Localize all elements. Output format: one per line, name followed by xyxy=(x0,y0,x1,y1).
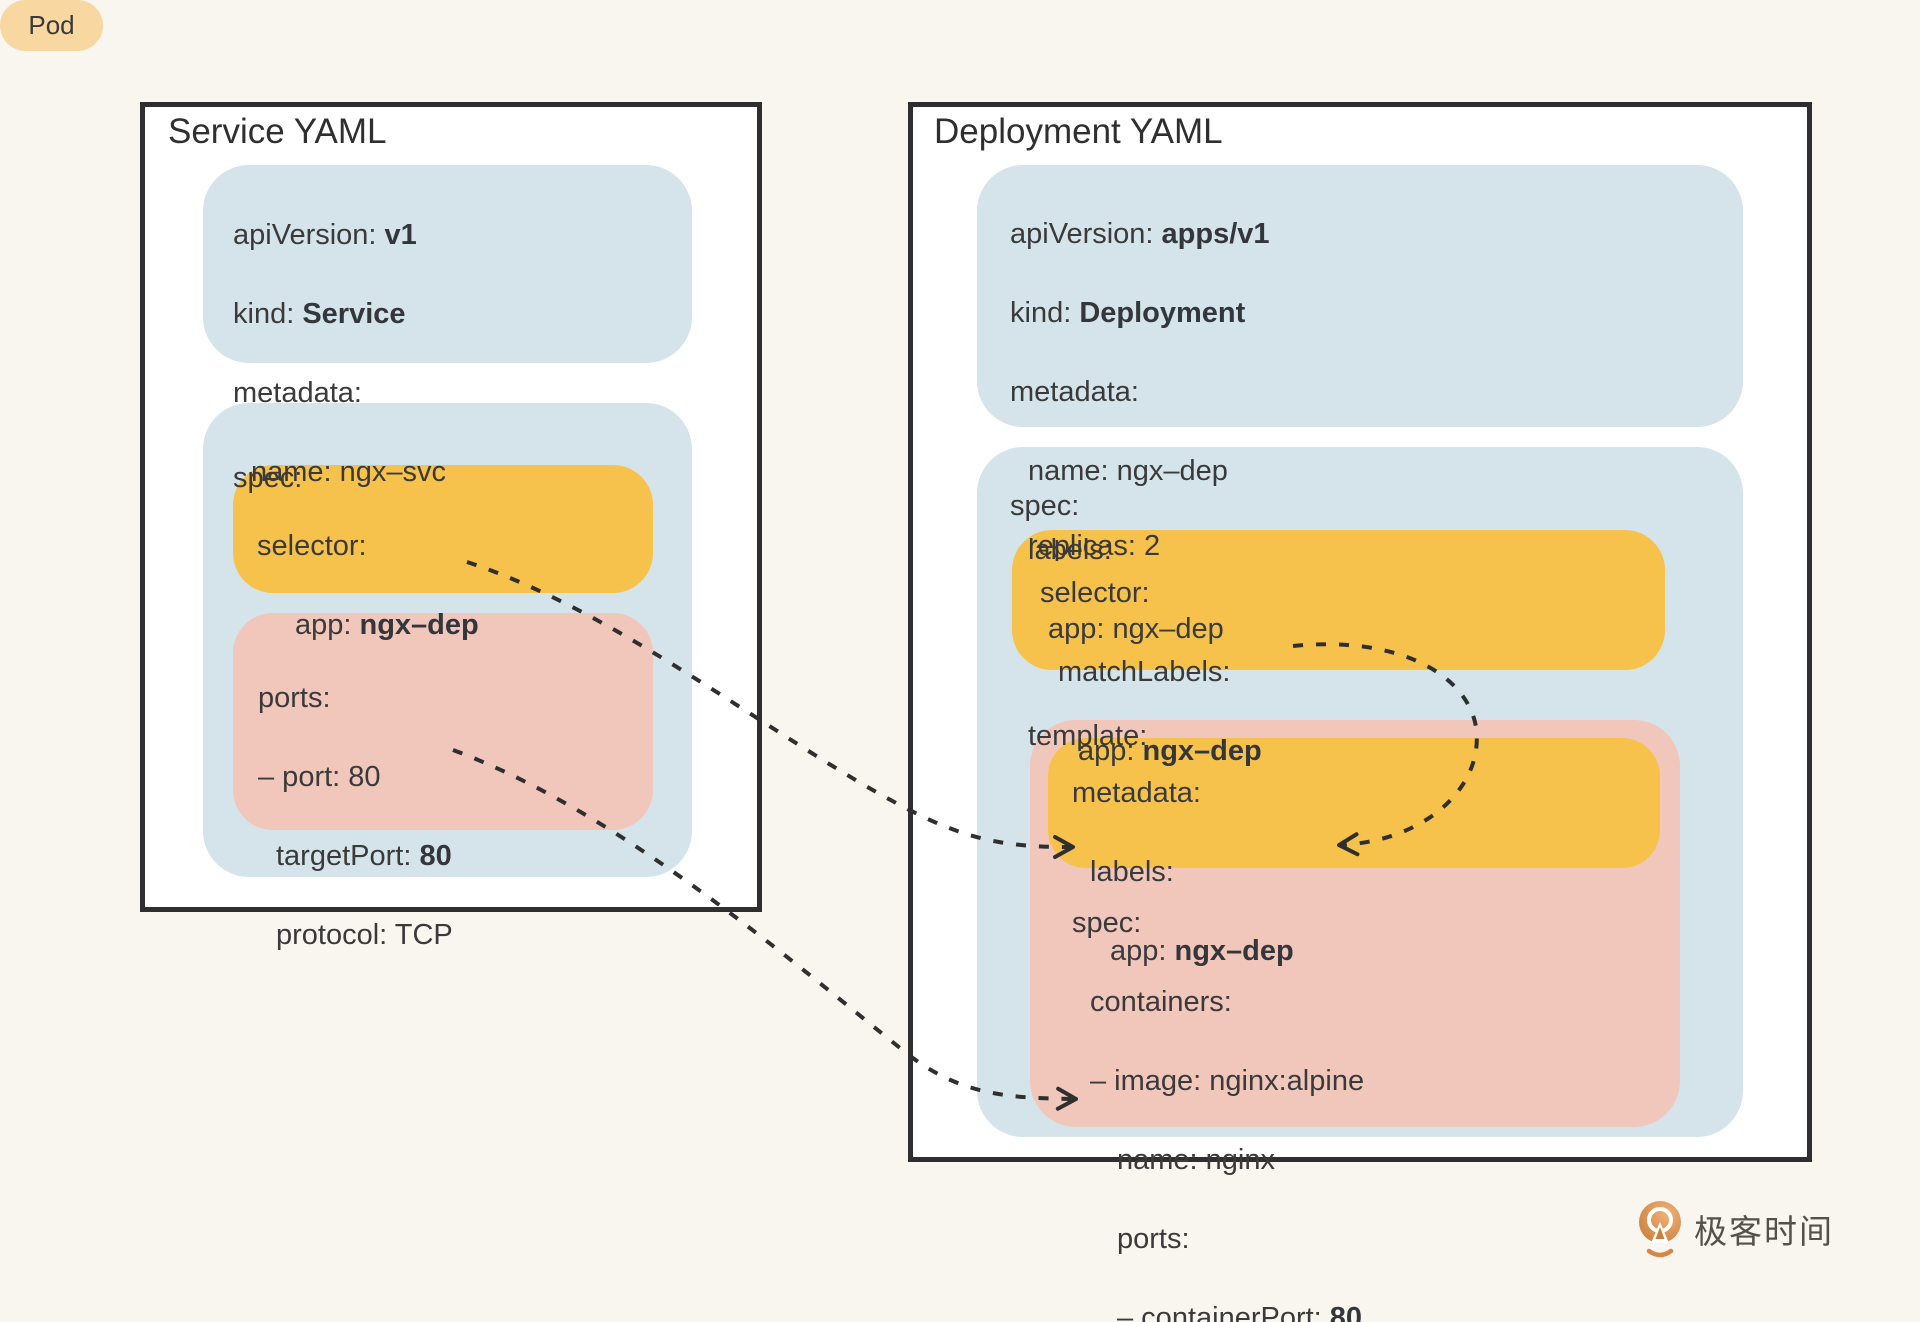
service-metadata-block xyxy=(203,165,692,363)
service-panel-title: Service YAML xyxy=(168,112,387,151)
geektime-logo: 极客时间 xyxy=(1636,1198,1834,1260)
yaml-line: selector: xyxy=(257,530,367,562)
geektime-logo-icon xyxy=(1639,1201,1681,1258)
yaml-line: spec: xyxy=(233,462,303,494)
deployment-metadata-block xyxy=(977,165,1743,427)
yaml-line: targetPort: 80 xyxy=(276,840,452,872)
yaml-line: – image: nginx:alpine xyxy=(1090,1065,1365,1097)
yaml-line: matchLabels: xyxy=(1058,656,1231,688)
pod-badge: Pod xyxy=(0,0,103,51)
yaml-line: app: ngx–dep xyxy=(1078,735,1262,767)
yaml-line: spec: xyxy=(1072,907,1142,939)
yaml-line: containers: xyxy=(1090,986,1232,1018)
yaml-line: ports: xyxy=(258,682,331,714)
yaml-line: app: ngx–dep xyxy=(1110,935,1294,967)
deployment-metadata-code: apiVersion: apps/v1 kind: Deployment met… xyxy=(1010,177,1270,687)
geektime-logo-text: 极客时间 xyxy=(1694,1213,1834,1250)
pod-badge-label: Pod xyxy=(28,10,75,40)
service-spec-label: spec: xyxy=(233,421,302,536)
yaml-line: ports: xyxy=(1117,1223,1190,1255)
pod-labels-code: metadata: labels: app: ngx–dep xyxy=(1072,736,1294,1009)
service-metadata-code: apiVersion: v1 kind: Service metadata: n… xyxy=(233,178,446,530)
deployment-selector-code: selector: matchLabels: app: ngx–dep xyxy=(1040,536,1262,809)
service-ports-code: ports: – port: 80 targetPort: 80 protoco… xyxy=(258,641,453,993)
yaml-line: – port: 80 xyxy=(258,761,381,793)
service-selector-code: selector: app: ngx–dep xyxy=(257,489,479,683)
yaml-line: – containerPort: 80 xyxy=(1117,1302,1363,1322)
yaml-line: labels: xyxy=(1090,856,1174,888)
yaml-line: metadata: xyxy=(1010,376,1139,408)
pod-spec-code: spec: containers: – image: nginx:alpine … xyxy=(1072,866,1364,1322)
yaml-line: app: ngx–dep xyxy=(295,609,479,641)
yaml-line: protocol: TCP xyxy=(276,919,453,951)
yaml-line: apiVersion: v1 xyxy=(233,219,417,251)
yaml-line: name: ngx–dep xyxy=(1028,455,1228,487)
yaml-line: kind: Deployment xyxy=(1010,297,1246,329)
yaml-line: replicas: 2 xyxy=(1028,530,1161,562)
yaml-line: metadata: xyxy=(1072,777,1201,809)
yaml-line: kind: Service xyxy=(233,298,406,330)
yaml-line: name: nginx xyxy=(1117,1144,1275,1176)
yaml-line: apiVersion: apps/v1 xyxy=(1010,218,1270,250)
yaml-line: metadata: xyxy=(233,377,362,409)
yaml-line: selector: xyxy=(1040,577,1150,609)
deployment-spec-label: spec: xyxy=(1010,449,1079,564)
yaml-line: name: ngx–svc xyxy=(251,456,447,488)
deployment-replicas-line: replicas: 2 xyxy=(1010,489,1160,604)
deployment-panel-title: Deployment YAML xyxy=(934,112,1223,151)
yaml-line: spec: xyxy=(1010,490,1080,522)
